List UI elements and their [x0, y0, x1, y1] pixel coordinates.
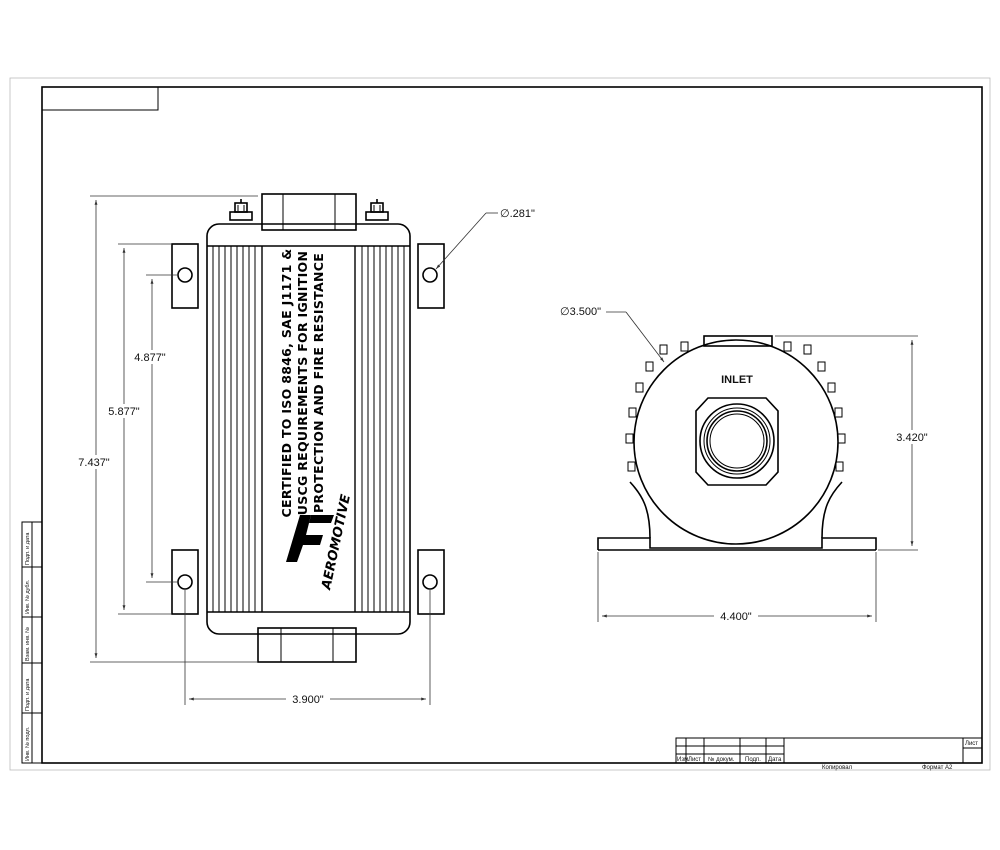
terminal-stud-right — [365, 199, 389, 221]
stamp-label-3: Взам. инв. № — [25, 627, 31, 661]
side-view: INLET — [597, 335, 877, 551]
dim-base-width: 4.400" — [720, 611, 752, 623]
inlet-inner-ring — [706, 410, 768, 472]
certification-text: CERTIFIED TO ISO 8846, SAE J1171 & USCG … — [279, 249, 326, 518]
tb-col-doc: № докум. — [708, 756, 735, 763]
tb-copied-label: Копировал — [822, 765, 853, 771]
top-port-block — [261, 193, 357, 231]
cert-line-2: USCG REQUIREMENTS FOR IGNITION — [295, 251, 310, 515]
stamp-label-5: Инв. № подл. — [25, 726, 31, 761]
tb-col-sign: Подп. — [745, 757, 761, 763]
dim-side-height: 3.420" — [896, 432, 928, 444]
dim-hole-vertical: 4.877" — [134, 352, 166, 364]
mount-hole-top-right — [422, 267, 438, 283]
dim-overall-height: 7.437" — [78, 457, 110, 469]
bottom-port-block — [257, 627, 357, 663]
side-fin-ticks — [625, 341, 846, 472]
inlet-label: INLET — [721, 374, 753, 386]
fins-left — [212, 246, 263, 612]
dim-body-diameter: ∅3.500" — [560, 306, 601, 318]
side-stamp-strip: Подп. и дата Инв. № дубл. Взам. инв. № П… — [21, 521, 43, 764]
dim-hole-diameter: ∅.281" — [500, 208, 535, 220]
top-left-title-box — [41, 86, 159, 111]
inlet-hex-fitting — [695, 397, 779, 486]
dim-hole-horizontal: 3.900" — [292, 694, 324, 706]
mount-hole-top-left — [177, 267, 193, 283]
title-block: Изм. Лист № докум. Подп. Дата Лист Копир… — [675, 737, 983, 771]
terminal-stud-left — [229, 199, 253, 221]
cert-line-3: PROTECTION AND FIRE RESISTANCE — [311, 253, 326, 513]
stamp-label-1: Подп. и дата — [25, 532, 31, 565]
front-view-dimensions: 7.437" 5.877" 4.877" 3.900" ∅.281" — [74, 195, 535, 706]
side-view-dimensions: ∅3.500" 3.420" 4.400" — [560, 306, 934, 623]
stamp-label-2: Инв. № дубл. — [25, 579, 31, 614]
front-view: CERTIFIED TO ISO 8846, SAE J1171 & USCG … — [171, 193, 445, 663]
cert-line-1: CERTIFIED TO ISO 8846, SAE J1171 & — [279, 249, 294, 518]
stamp-label-4: Подп. и дата — [25, 678, 31, 711]
side-body-circle — [633, 339, 839, 545]
mount-hole-bottom-right — [422, 574, 438, 590]
tb-format-label: Формат A2 — [922, 765, 953, 771]
tb-col-list: Лист — [688, 757, 701, 763]
side-top-port — [703, 335, 773, 347]
inlet-outer-ring — [699, 403, 775, 479]
fins-right — [354, 246, 405, 612]
dim-body-height: 5.877" — [108, 406, 140, 418]
mount-foot-bottom-right — [417, 549, 445, 615]
mount-foot-top-left — [171, 243, 199, 309]
tb-col-date: Дата — [768, 757, 782, 763]
mount-foot-top-right — [417, 243, 445, 309]
mount-hole-bottom-left — [177, 574, 193, 590]
pump-body — [206, 223, 411, 635]
base-plate — [597, 537, 877, 550]
tb-sheet-label: Лист — [965, 741, 978, 747]
sheet-frame — [9, 77, 991, 771]
tb-col-izm: Изм. — [677, 757, 690, 763]
